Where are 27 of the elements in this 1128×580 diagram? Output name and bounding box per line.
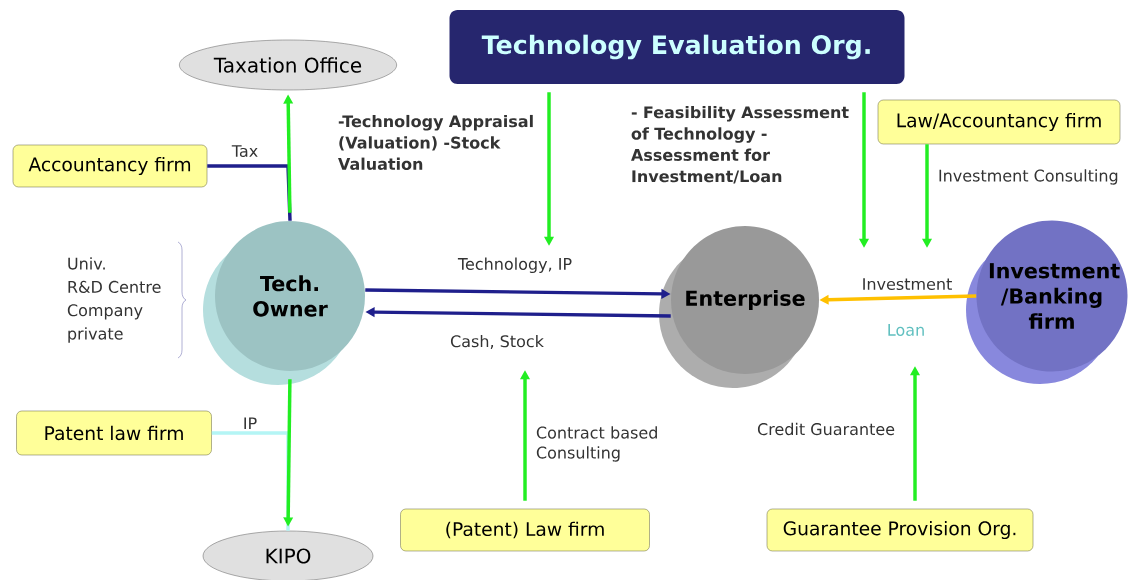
process-box: Law/Accountancy firm bbox=[877, 99, 1121, 145]
node-label: Univ. bbox=[68, 257, 105, 270]
ellipse-node: Taxation Office bbox=[179, 39, 397, 91]
edge-label: Credit Guarantee bbox=[757, 422, 895, 436]
edge-label: Tax bbox=[231, 145, 258, 158]
edge-label: Investment Consulting bbox=[939, 169, 1118, 185]
node-label: R&D Centre bbox=[68, 280, 161, 293]
cylinder-node: Tech. Owner bbox=[203, 221, 365, 385]
ellipse-node: KIPO bbox=[202, 530, 374, 580]
process-box: Patent law firm bbox=[16, 410, 212, 456]
side-note: Univ. R&D Centre Company private bbox=[67, 257, 161, 343]
edge-label: -Technology Appraisal (Valuation) -Stock Valuation bbox=[338, 114, 533, 170]
edge-label: Technology, IP bbox=[457, 257, 572, 274]
process-box: Guarantee Provision Org. bbox=[766, 508, 1034, 552]
edge-label: Cash, Stock bbox=[450, 334, 544, 349]
title-box: Technology Evaluation Org. bbox=[449, 10, 905, 84]
process-box: (Patent) Law firm bbox=[400, 508, 650, 552]
edge-label: - Feasibility Assessment of Technology - Assessment for Investment/Loan bbox=[631, 105, 849, 184]
edge-label: Investment bbox=[863, 278, 952, 291]
text-label: Loan bbox=[888, 324, 924, 336]
node-label: private bbox=[68, 327, 123, 343]
process-box: Accountancy firm bbox=[12, 144, 208, 188]
cylinder-node: Investment /Banking firm bbox=[966, 220, 1128, 384]
node-label: Company bbox=[67, 304, 143, 320]
edge-label: IP bbox=[244, 417, 257, 430]
edge-label: Contract based Consulting bbox=[536, 426, 657, 462]
cylinder-node: Enterprise bbox=[659, 226, 819, 388]
